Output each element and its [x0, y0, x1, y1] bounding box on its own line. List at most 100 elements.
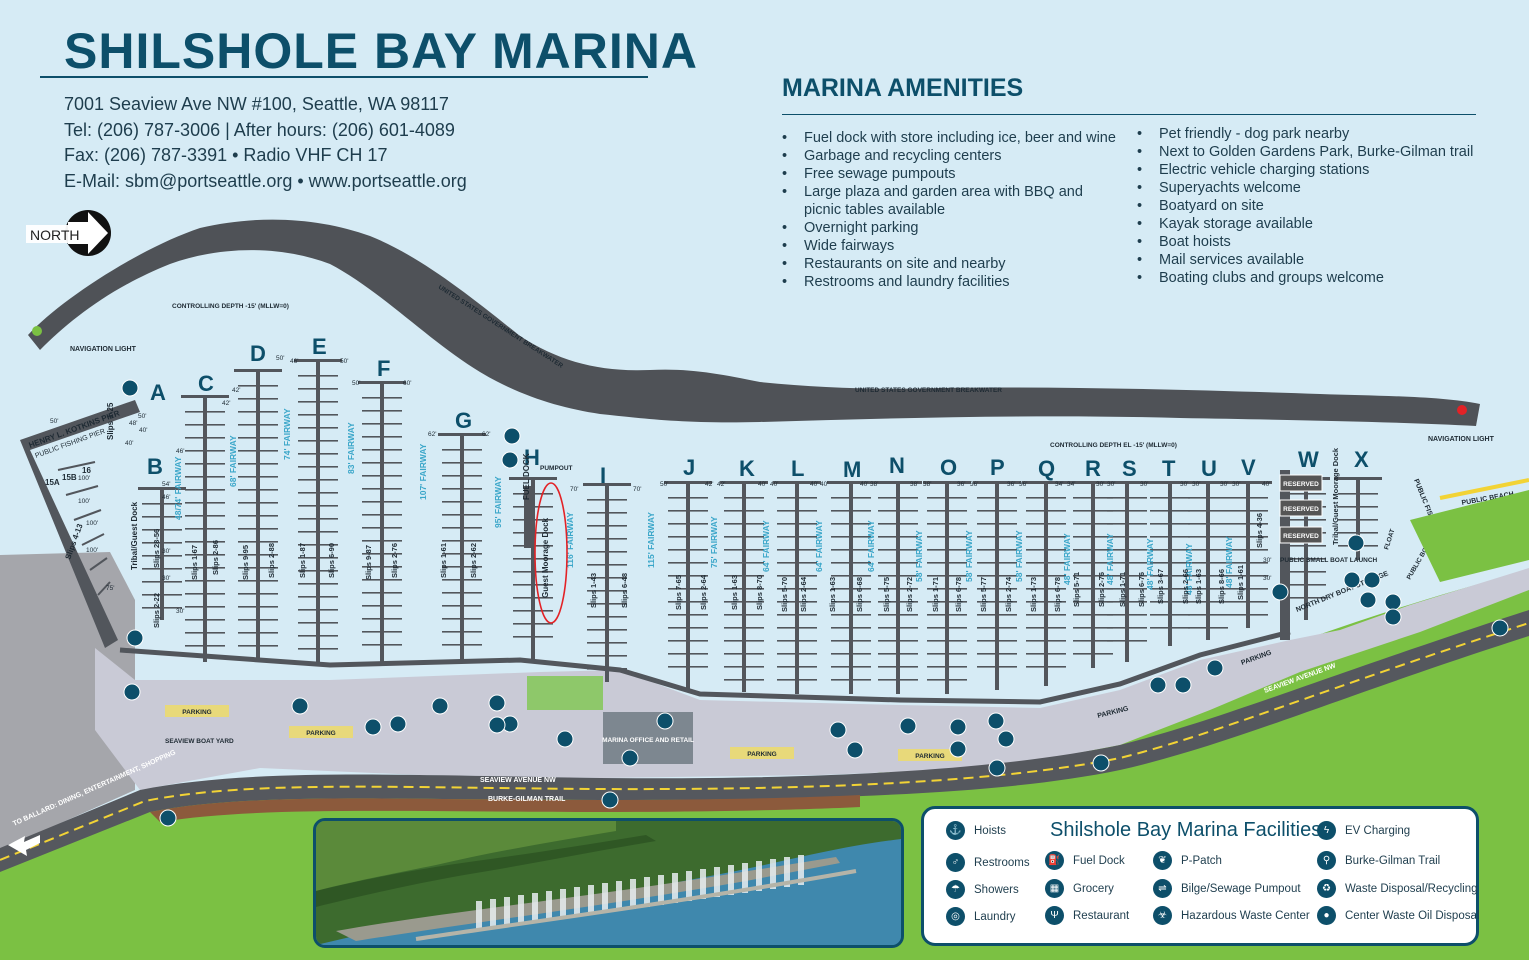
dock-finger	[1107, 601, 1125, 603]
dock-finger	[298, 609, 316, 611]
dock-main-walk	[460, 436, 464, 662]
dock-finger	[999, 497, 1017, 499]
dock-finger	[977, 497, 995, 499]
restaurant-icon: Ψ	[1045, 906, 1064, 925]
depth-label: 40'	[770, 481, 778, 488]
dock-head	[923, 481, 971, 484]
amenity-item: Boatyard on site	[1137, 197, 1477, 215]
dock-finger	[260, 645, 278, 647]
dock-finger	[260, 411, 278, 413]
dock-finger	[207, 437, 225, 439]
dock-finger	[777, 549, 795, 551]
dock-letter-q: Q	[1038, 456, 1055, 481]
dock-finger	[1129, 614, 1147, 616]
dock-finger	[927, 614, 945, 616]
dock-finger	[1360, 519, 1378, 521]
dock-finger	[320, 388, 338, 390]
dock-finger	[260, 489, 278, 491]
dock-finger	[535, 532, 553, 534]
dock-finger	[777, 575, 795, 577]
dock-finger	[668, 614, 686, 616]
dock-finger	[1048, 575, 1066, 577]
dock-finger	[1172, 523, 1190, 525]
dock-finger	[238, 515, 256, 517]
dock-finger	[587, 590, 605, 592]
slip-range-label: Slips 4-36	[1255, 513, 1264, 548]
dock-finger	[668, 549, 686, 551]
dock-finger	[164, 529, 182, 531]
slip-range-label: Slips 6-76	[1137, 572, 1146, 607]
dock-finger	[142, 542, 160, 544]
dock-finger	[799, 666, 817, 668]
email-text[interactable]: E-Mail: sbm@portseattle.org • www.portse…	[64, 170, 467, 191]
dock-finger	[1228, 601, 1246, 603]
slip-range-label: Slips 1-63	[730, 575, 739, 610]
slip-range-label: Slips 1-25	[106, 402, 115, 440]
dock-finger	[609, 642, 627, 644]
depth-label: 54'	[162, 481, 170, 488]
burke-gilman-trail	[150, 795, 860, 822]
depth-label: 46'	[162, 494, 170, 501]
dock-finger	[164, 607, 182, 609]
depth-label: 34'	[1067, 481, 1075, 488]
dock-main-walk	[316, 362, 320, 662]
dock-head	[138, 487, 186, 490]
dock-finger	[1048, 588, 1066, 590]
dock-finger	[1095, 640, 1113, 642]
dock-finger	[1107, 523, 1125, 525]
dock-finger	[362, 488, 380, 490]
dock-finger	[442, 605, 460, 607]
dock-finger	[777, 601, 795, 603]
dock-finger	[238, 424, 256, 426]
dock-finger	[1188, 627, 1206, 629]
dock-finger	[1129, 497, 1147, 499]
slip-range-label: Slips 2-64	[799, 576, 808, 612]
dock-main-walk	[686, 484, 690, 690]
slip-range-label: Slips 2-72	[905, 577, 914, 612]
dock-finger	[1129, 601, 1147, 603]
dock-finger	[1250, 562, 1268, 564]
dock-finger	[238, 385, 256, 387]
dock-finger	[298, 635, 316, 637]
facility-marker-icon	[1092, 754, 1110, 772]
dock-finger	[1026, 575, 1044, 577]
dock-finger	[1026, 510, 1044, 512]
dock-finger	[362, 436, 380, 438]
dock-finger	[1172, 601, 1190, 603]
depth-label: 36'	[957, 481, 965, 488]
dock-finger	[1308, 558, 1326, 560]
dock-finger	[362, 618, 380, 620]
fairway-label: 58' FAIRWAY	[1014, 530, 1024, 582]
dock-letter-o: O	[940, 455, 957, 480]
dock-finger	[320, 596, 338, 598]
to-ballard-arrow-icon	[8, 835, 40, 856]
dock-finger	[1095, 601, 1113, 603]
dock-finger	[1210, 588, 1228, 590]
dock-finger	[207, 502, 225, 504]
dock-finger	[1026, 549, 1044, 551]
dock-finger	[142, 607, 160, 609]
w-dock-bulkhead	[1280, 470, 1290, 640]
facility-marker-icon	[556, 730, 574, 748]
dock-finger	[298, 596, 316, 598]
aerial-photo	[313, 818, 904, 948]
dock-finger	[384, 410, 402, 412]
dock-finger	[609, 590, 627, 592]
dock-finger	[185, 489, 203, 491]
dock-head	[1224, 481, 1272, 484]
dock-finger	[949, 510, 967, 512]
dock-finger	[927, 523, 945, 525]
slip-range-label: Slips 6-78	[1053, 577, 1062, 612]
slip-range-label: Slips 2-76	[1097, 572, 1106, 607]
dock-finger	[1360, 493, 1378, 495]
dock-finger	[609, 499, 627, 501]
dock-finger	[746, 666, 764, 668]
dock-letter-i: I	[600, 463, 606, 488]
dock-head	[1184, 481, 1232, 484]
slip-range-label: Slips 2-88	[267, 543, 276, 578]
dock-finger	[1360, 545, 1378, 547]
depth-label: 42'	[705, 481, 713, 488]
dock-finger	[320, 518, 338, 520]
dock-finger	[799, 549, 817, 551]
dock-finger	[1188, 536, 1206, 538]
